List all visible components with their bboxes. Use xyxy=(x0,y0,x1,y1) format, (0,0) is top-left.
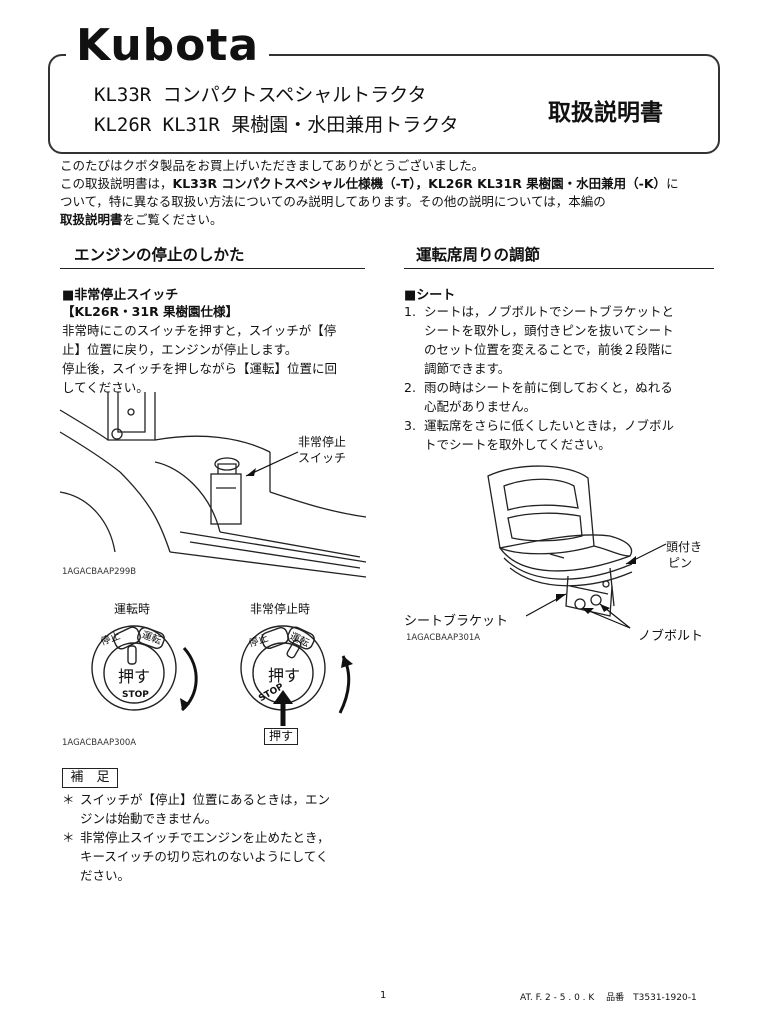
note-star: ＊ xyxy=(62,792,75,807)
model-line-1: KL33R コンパクトスペシャルトラクタ xyxy=(94,84,427,106)
item-line: 雨の時はシートを前に倒しておくと，ぬれる xyxy=(424,380,673,395)
sub-head-emergency-switch: ■非常停止スイッチ xyxy=(62,288,179,303)
label-run-state: 運転時 xyxy=(114,602,151,616)
intro-text: に xyxy=(666,176,679,191)
note-line: ジンは始動できません。 xyxy=(80,811,218,826)
note-line: スイッチが【停止】位置にあるときは，エン xyxy=(80,792,331,807)
label-emergency-state: 非常停止時 xyxy=(250,602,311,616)
section-rule xyxy=(60,268,365,269)
paragraph-line: 止】位置に戻り，エンジンが停止します。 xyxy=(62,342,298,357)
note-line: 非常停止スイッチでエンジンを止めたとき， xyxy=(80,830,330,845)
notes-list: ＊ スイッチが【停止】位置にあるときは，エン ジンは始動できません。 ＊ 非常停… xyxy=(62,790,372,885)
figure-code: 1AGACBAAP301A xyxy=(406,633,481,643)
section-title-seat: 運転席周りの調節 xyxy=(416,246,541,264)
label-knob-bolt: ノブボルト xyxy=(638,629,704,644)
note-star: ＊ xyxy=(62,830,75,845)
emergency-switch-illustration xyxy=(59,392,367,578)
paragraph-line: 非常時にこのスイッチを押すと，スイッチが【停 xyxy=(62,323,337,338)
label-head-pin-1: 頭付き xyxy=(666,540,703,554)
intro-paragraph: このたびはクボタ製品をお買上げいただきましてありがとうございました。 この取扱説… xyxy=(60,157,720,229)
note-line: ださい。 xyxy=(80,868,131,883)
note-title-box: 補 足 xyxy=(62,768,118,788)
intro-line: このたびはクボタ製品をお買上げいただきましてありがとうございました。 xyxy=(60,158,485,173)
paragraph-line: 停止後，スイッチを押しながら【運転】位置に回 xyxy=(62,361,338,376)
header-frame xyxy=(48,54,720,154)
dial-run-push: 押す xyxy=(118,667,151,686)
intro-text: をご覧ください。 xyxy=(122,212,223,227)
dial-run-illustration xyxy=(91,625,198,712)
spec-tag: 【KL26R・31R 果樹園仕様】 xyxy=(62,302,238,321)
kubota-logo: Kubota xyxy=(66,22,270,70)
note-line: キースイッチの切り忘れのないようにしてく xyxy=(80,849,329,864)
section-title-engine-stop: エンジンの停止のしかた xyxy=(74,246,245,264)
section-rule xyxy=(404,268,714,269)
page-number: 1 xyxy=(380,990,387,1001)
model-line-2: KL26R KL31R 果樹園・水田兼用トラクタ xyxy=(94,114,459,136)
note-item: ＊ スイッチが【停止】位置にあるときは，エン ジンは始動できません。 xyxy=(62,790,372,828)
figure-code: 1AGACBAAP300A xyxy=(62,738,137,748)
dial-run-stop-en: STOP xyxy=(122,690,149,700)
seat-item: 2. 雨の時はシートを前に倒しておくと，ぬれる 心配がありません。 xyxy=(404,378,714,416)
label-seat-bracket: シートブラケット xyxy=(404,614,509,629)
item-number: 2. xyxy=(404,380,416,395)
item-line: 運転席をさらに低くしたいときは，ノブボル xyxy=(424,418,675,433)
seat-item: 1. シートは，ノブボルトでシートブラケットと シートを取外し，頭付きピンを抜い… xyxy=(404,302,714,378)
intro-line: ついて，特に異なる取扱い方法についてのみ説明してあります。その他の説明については… xyxy=(60,194,606,209)
intro-line: この取扱説明書は，KL33R コンパクトスペシャル仕様機（-T），KL26R K… xyxy=(60,175,720,193)
paragraph-line: してください。 xyxy=(62,380,149,395)
intro-line: 取扱説明書をご覧ください。 xyxy=(60,211,720,229)
spec-tag-text: 【KL26R・31R 果樹園仕様】 xyxy=(62,304,239,319)
note-item: ＊ 非常停止スイッチでエンジンを止めたとき， キースイッチの切り忘れのないように… xyxy=(62,828,372,885)
dial-emergency-push: 押す xyxy=(268,666,301,685)
dial-emergency-illustration xyxy=(240,625,353,726)
item-line: シートは，ノブボルトでシートブラケットと xyxy=(424,304,675,319)
seat-instructions: 1. シートは，ノブボルトでシートブラケットと シートを取外し，頭付きピンを抜い… xyxy=(404,302,714,454)
item-line: 調節できます。 xyxy=(424,361,511,376)
item-number: 1. xyxy=(404,304,416,319)
seat-item: 3. 運転席をさらに低くしたいときは，ノブボル トでシートを取外してください。 xyxy=(404,416,714,454)
item-line: 心配がありません。 xyxy=(424,399,537,414)
item-line: トでシートを取外してください。 xyxy=(424,437,611,452)
item-number: 3. xyxy=(404,418,416,433)
emergency-paragraph: 非常時にこのスイッチを押すと，スイッチが【停 止】位置に戻り，エンジンが停止しま… xyxy=(62,321,337,397)
item-line: のセット位置を変えることで，前後２段階に xyxy=(424,342,673,357)
manual-title: 取扱説明書 xyxy=(548,100,663,126)
seat-illustration xyxy=(487,465,667,629)
item-line: シートを取外し，頭付きピンを抜いてシート xyxy=(424,323,674,338)
document-code: AT. F. 2 - 5 . 0 . K 品番 T3531-1920-1 xyxy=(520,993,697,1003)
intro-manual-ref: 取扱説明書 xyxy=(60,212,123,227)
callout-emergency-2: スイッチ xyxy=(298,451,347,465)
label-head-pin-2: ピン xyxy=(668,556,693,570)
figure-code: 1AGACBAAP299B xyxy=(62,567,137,577)
intro-text: この取扱説明書は， xyxy=(60,176,173,191)
push-label-box: 押す xyxy=(264,728,299,745)
callout-emergency-1: 非常停止 xyxy=(298,435,347,449)
sub-head-seat: ■シート xyxy=(404,288,456,303)
intro-models: KL33R コンパクトスペシャル仕様機（-T），KL26R KL31R 果樹園・… xyxy=(172,176,667,191)
